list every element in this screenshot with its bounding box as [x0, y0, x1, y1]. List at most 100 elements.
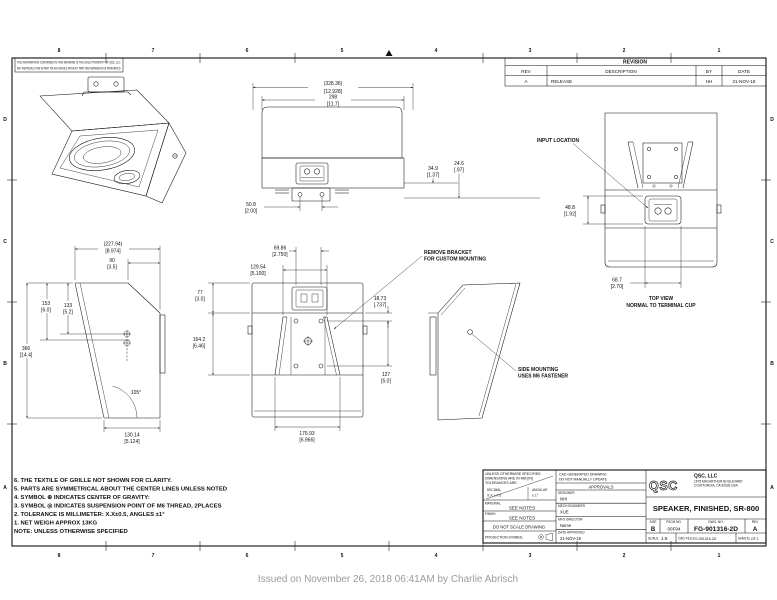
- proprietary-stamp: THE INFORMATION CONTAINED IN THIS DRAWIN…: [14, 57, 124, 73]
- note-line: 1. NET WEIGH APPROX 13KG: [14, 521, 98, 527]
- size-label: SIZE: [649, 520, 656, 524]
- zone-row: D: [3, 117, 7, 123]
- dim-rear-l2-mm: 164.2: [193, 337, 206, 343]
- zone-col: 2: [623, 48, 626, 54]
- dim-side-height-mm: 366: [22, 346, 31, 352]
- iso-side-fastener: [172, 153, 178, 159]
- zone-col: 7: [152, 553, 155, 559]
- tolerance-angular-value: ± 1°: [532, 494, 539, 498]
- zone-col: 4: [435, 553, 438, 559]
- scale-label: SCALE: [648, 537, 658, 541]
- approval-label: DESIGNER: [558, 491, 575, 495]
- rev-header: REV: [521, 69, 531, 74]
- dim-rear-r1-in: [.737]: [374, 303, 387, 309]
- zone-row: B: [770, 361, 774, 367]
- by-value: HH: [706, 79, 713, 84]
- approval-value: NHI: [560, 497, 567, 502]
- approval-label: DATE APPROVED: [558, 531, 585, 535]
- note-line: 3. SYMBOL ◎ INDICATES SUSPENSION POINT O…: [14, 504, 222, 510]
- dim-rear-bracket-top-in: [5.100]: [250, 271, 266, 277]
- tolerance-line2: DIMENSIONS ARE IN MM [IN]: [485, 477, 533, 481]
- zone-row: A: [3, 485, 7, 491]
- dim-front-grille-in: [11.7]: [327, 102, 340, 108]
- dim-front-grille-mm: 298: [329, 95, 338, 101]
- description-value: RELEASE: [551, 79, 572, 84]
- zone-col: 3: [529, 553, 532, 559]
- rev-label: REV: [752, 520, 759, 524]
- suspension-point-symbol: [123, 330, 131, 362]
- dim-top-cup-h-in: [1.92]: [564, 212, 577, 218]
- input-location-callout: INPUT LOCATION: [537, 138, 580, 144]
- zone-col: 6: [246, 553, 249, 559]
- third-angle-projection-icon: [538, 532, 553, 542]
- zone-labels: 8 7 6 5 4 3 2 1 8 7 6 5 4 3 2 1 D C B A …: [3, 48, 774, 559]
- tolerance-line1: UNLESS OTHERWISE SPECIFIED: [485, 472, 541, 476]
- tolerance-line3: TOLERANCES ARE:: [485, 481, 518, 485]
- top-view: INPUT LOCATION 48.8 [1.92] 68.7 [2.70] T…: [537, 112, 722, 309]
- note-line: 5. PARTS ARE SYMMETRICAL ABOUT THE CENTE…: [14, 487, 227, 493]
- sheet-value: 1 OF 1: [748, 537, 759, 541]
- dim-front-c-mm: 50.8: [246, 202, 256, 208]
- description-header: DESCRIPTION: [605, 69, 636, 74]
- zone-row: A: [770, 485, 774, 491]
- front-view: (328.36) [12.928] 298 [11.7] 34.9 [1.37]…: [245, 81, 540, 215]
- drawing-title: SPEAKER, FINISHED, SR-800: [653, 504, 759, 513]
- side-mounting-callout-line1: SIDE MOUNTING: [518, 367, 558, 373]
- approval-label: MFG DIRECTOR: [558, 518, 583, 522]
- zone-col: 8: [58, 48, 61, 54]
- dim-side-h2-mm: 133: [64, 303, 73, 309]
- tolerance-decimal-value: X.X ± 0.5: [487, 494, 501, 498]
- approvals-title: APPROVALS: [588, 484, 613, 489]
- note-line: 4. SYMBOL ⊕ INDICATES CENTER OF GRAVITY:: [14, 495, 150, 501]
- note-line: 2. TOLERANCE IS MILLIMETER: X.X±0.5, ANG…: [14, 512, 165, 518]
- dim-side-bottom-in: [5.124]: [124, 439, 140, 445]
- approval-value: XUE: [560, 510, 569, 515]
- dim-front-a-in: [1.37]: [427, 173, 440, 179]
- dim-front-b-mm: 24.6: [454, 161, 464, 167]
- dim-rear-l1-mm: 77: [197, 290, 203, 296]
- dim-side-top-mm: 90: [109, 258, 115, 264]
- note-line: 6. THE TEXTILE OF GRILLE NOT SHOWN FOR C…: [14, 478, 172, 484]
- dim-side-top-in: [3.5]: [107, 265, 117, 271]
- zone-row: B: [3, 361, 7, 367]
- top-view-caption-line2: NORMAL TO TERMINAL CUP: [626, 303, 696, 309]
- issued-caption: Issued on November 26, 2018 06:41AM by C…: [258, 574, 518, 585]
- m6-fastener-point: [467, 329, 473, 335]
- dim-rear-bracket-bottom-mm: 176.93: [299, 431, 315, 437]
- rev-value: A: [524, 79, 528, 84]
- dim-rear-r2-mm: 127: [382, 372, 391, 378]
- side-mounting-callout-line2: USES M6 FASTENER: [518, 374, 568, 380]
- approval-label: MECH ENGINEER: [558, 504, 586, 508]
- remove-bracket-callout-line1: REMOVE BRACKET: [424, 250, 472, 256]
- zone-col: 5: [341, 553, 344, 559]
- dim-front-a-mm: 34.9: [428, 166, 438, 172]
- dim-rear-l1-in: [3.0]: [195, 297, 205, 303]
- cad-file-label: CAD FILE:: [678, 537, 693, 541]
- date-value: 21-NOV-18: [733, 79, 756, 84]
- notes-block: 6. THE TEXTILE OF GRILLE NOT SHOWN FOR C…: [14, 478, 227, 535]
- tolerance-angular-label: ANGULAR: [532, 488, 548, 492]
- company-name: QSC, LLC: [694, 474, 718, 480]
- cage-label: FSCM NO.: [666, 520, 682, 524]
- zone-row: C: [3, 239, 7, 245]
- projection-symbol-label: PROJECTION SYMBOL: [485, 536, 523, 540]
- zone-col: 8: [58, 553, 61, 559]
- dwg-no-label: DWG. NO.: [708, 520, 723, 524]
- dim-rear-bracket-bottom-in: [6.966]: [299, 438, 315, 444]
- by-header: BY: [706, 69, 712, 74]
- zone-col: 5: [341, 48, 344, 54]
- zone-col: 7: [152, 48, 155, 54]
- approval-value: 21-NOV-18: [560, 536, 582, 541]
- zone-col: 6: [246, 48, 249, 54]
- qsc-logo: QSC: [649, 479, 678, 493]
- zone-col: 1: [718, 553, 721, 559]
- rev-value: A: [753, 527, 758, 533]
- rear-view: 69.86 [2.750] 129.54 [5.100] 77 [3.0] 16…: [193, 246, 486, 444]
- company-address-line1: 1675 MACARTHUR BOULEVARD: [694, 480, 743, 484]
- dim-rear-cup-mm: 69.86: [274, 246, 287, 252]
- dim-top-cup-w-mm: 68.7: [612, 278, 622, 284]
- finish-value: SEE NOTES: [509, 516, 535, 521]
- revision-table: REVISION REV DESCRIPTION BY DATE A RELEA…: [504, 57, 767, 87]
- side-view-right: SIDE MOUNTING USES M6 FASTENER: [428, 282, 568, 421]
- dim-top-cup-w-in: [2.70]: [611, 284, 624, 290]
